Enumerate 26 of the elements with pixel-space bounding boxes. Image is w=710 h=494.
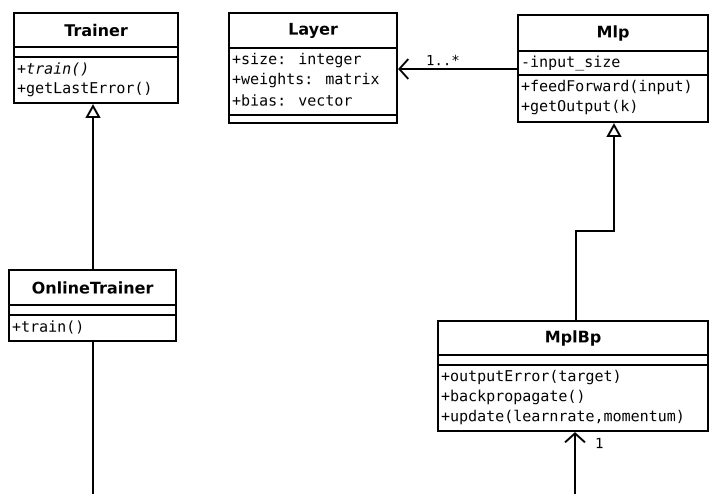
class-box bbox=[437, 320, 709, 432]
method-text: +feedForward(input) bbox=[522, 80, 690, 94]
class-name: Trainer bbox=[64, 24, 128, 36]
method-text: +train() bbox=[12, 320, 82, 334]
class-name: Mlp bbox=[598, 25, 629, 41]
attribute-text: +bias: vector bbox=[232, 94, 352, 106]
method-text: +train() bbox=[18, 62, 86, 76]
class-name: Layer bbox=[290, 22, 338, 38]
class-box bbox=[13, 12, 179, 104]
method-text: +outputError(target) bbox=[442, 370, 618, 384]
method-text: +update(learnrate,momentum) bbox=[442, 410, 682, 424]
class-box bbox=[228, 12, 398, 124]
attribute-text: +weights: matrix bbox=[232, 72, 379, 88]
multiplicity-label: 1 bbox=[594, 436, 604, 450]
attribute-text: -input_size bbox=[524, 56, 620, 70]
class-box bbox=[517, 14, 709, 123]
attribute-text: +size: integer bbox=[232, 52, 361, 68]
method-text: +getOutput(k) bbox=[522, 100, 636, 114]
method-text: +getLastError() bbox=[18, 82, 150, 96]
arrow bbox=[398, 58, 517, 80]
multiplicity-label: 1..* bbox=[425, 54, 461, 66]
arrow bbox=[564, 432, 586, 494]
class-name: MplBp bbox=[546, 330, 601, 346]
method-text: +backpropagate() bbox=[442, 390, 582, 404]
class-name: OnlineTrainer bbox=[32, 281, 154, 294]
class-box bbox=[8, 268, 177, 342]
